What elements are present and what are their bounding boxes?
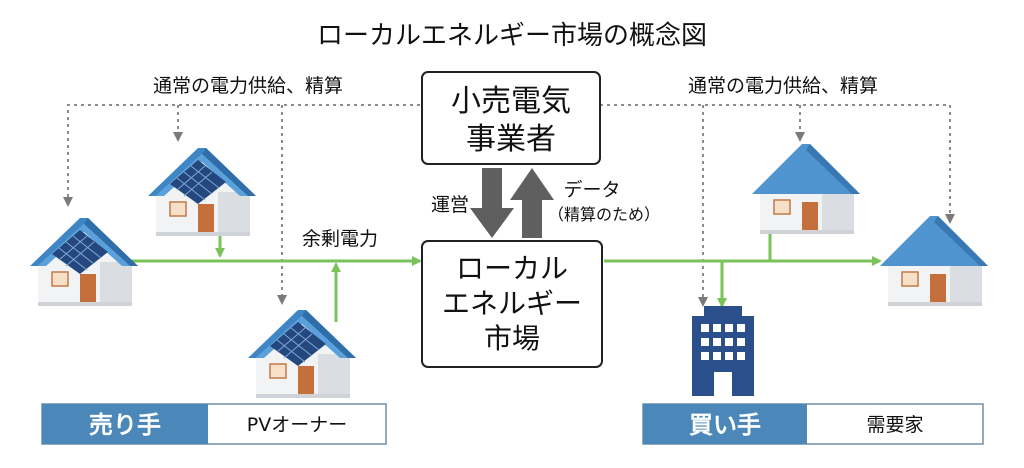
buyer-legend-key: 買い手 xyxy=(689,411,761,439)
seller-legend: 売り手 PVオーナー xyxy=(41,403,387,445)
seller-house-left-icon xyxy=(29,217,139,307)
left-supply-lines xyxy=(63,104,420,305)
retailer-line2: 事業者 xyxy=(466,122,556,157)
right-supply-lines xyxy=(600,104,955,307)
seller-house-top-icon xyxy=(147,147,257,237)
seller-house-bottom-icon xyxy=(247,309,357,399)
buyer-house-top-icon xyxy=(751,143,861,235)
seller-legend-key: 売り手 xyxy=(89,411,161,439)
office-building-icon xyxy=(692,306,754,396)
retailer-line1: 小売電気 xyxy=(451,84,571,119)
data-label: データ xyxy=(563,179,620,201)
buyer-legend-value: 需要家 xyxy=(866,414,923,436)
market-line3: 市場 xyxy=(484,322,540,355)
operation-arrow xyxy=(470,168,514,238)
market-line2: エネルギー xyxy=(442,287,582,320)
surplus-power-lines xyxy=(128,196,882,322)
operation-label: 運営 xyxy=(431,194,469,216)
left-flow-label: 通常の電力供給、精算 xyxy=(153,75,343,97)
market-line1: ローカル xyxy=(456,252,568,285)
seller-legend-value: PVオーナー xyxy=(247,414,347,436)
diagram-title: ローカルエネルギー市場の概念図 xyxy=(317,21,707,51)
right-flow-label: 通常の電力供給、精算 xyxy=(688,75,878,97)
buyer-legend: 買い手 需要家 xyxy=(642,403,984,445)
buyer-house-right-icon xyxy=(879,215,989,307)
local-energy-market-box: ローカル エネルギー 市場 xyxy=(421,240,603,368)
retailer-box: 小売電気 事業者 xyxy=(421,71,601,165)
data-note-label: （精算のため） xyxy=(548,205,660,224)
surplus-power-label: 余剰電力 xyxy=(302,228,378,250)
data-arrow xyxy=(510,168,554,238)
